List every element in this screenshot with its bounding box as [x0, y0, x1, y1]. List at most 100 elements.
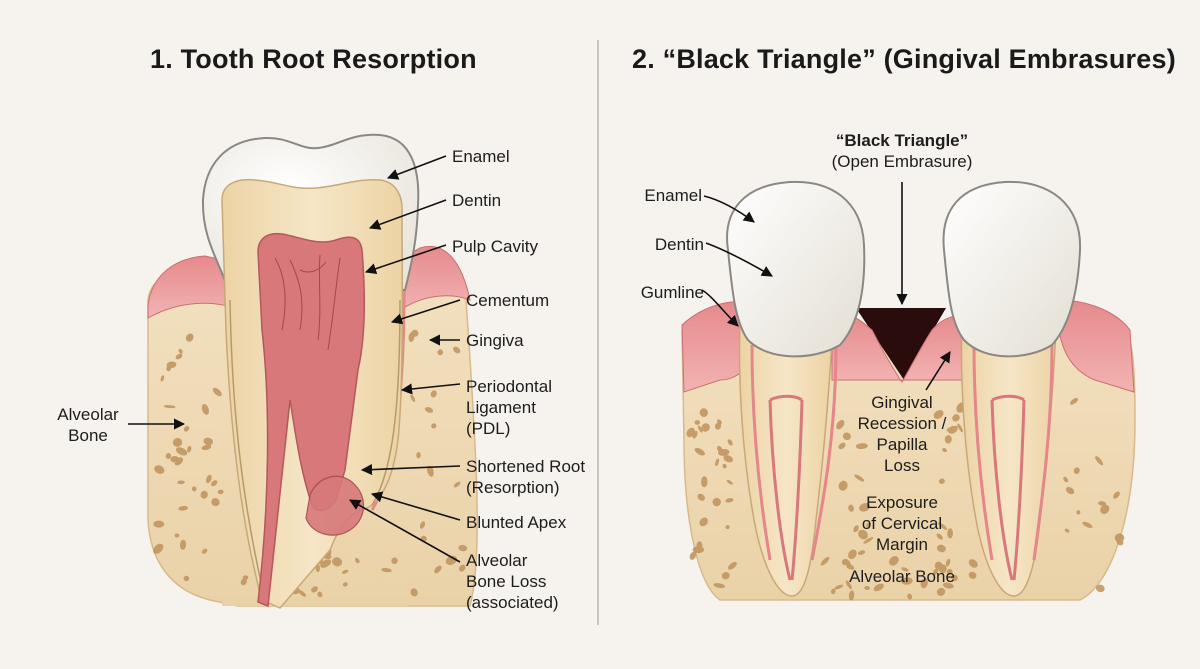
label-exposure-line-3: Margin — [876, 535, 928, 554]
bone-pore — [842, 432, 851, 441]
bone-pore — [952, 414, 960, 422]
bone-pore — [699, 517, 708, 527]
bone-pore — [945, 558, 951, 567]
bone-pore — [845, 580, 852, 590]
bone-pore — [956, 402, 963, 413]
bone-pore — [453, 346, 461, 354]
bone-pore — [1073, 467, 1080, 475]
label-alveolar-bone-loss-line-2: Bone Loss — [466, 572, 547, 591]
bone-pore — [859, 502, 871, 512]
bone-pore — [968, 559, 978, 568]
bone-pore — [936, 533, 943, 540]
bone-pore — [317, 591, 323, 598]
label-exposure-line-1: Exposure — [866, 493, 938, 512]
bone-pore — [722, 463, 727, 469]
bone-pore — [853, 525, 859, 533]
bone-pore — [240, 578, 247, 586]
bone-pore — [725, 525, 730, 530]
black-triangle-gap — [856, 308, 946, 380]
bone-pore — [946, 568, 953, 575]
bone-pore — [430, 390, 437, 398]
bone-pore — [458, 564, 466, 572]
bone-pore — [175, 353, 183, 360]
bone-pore — [154, 465, 165, 474]
bone-pore — [212, 387, 222, 397]
label-enamel: Enamel — [452, 147, 510, 166]
bone-pore — [311, 586, 318, 593]
bone-pore — [944, 435, 952, 444]
bone-pore — [864, 585, 870, 591]
bone-pore — [721, 572, 730, 580]
bone-pore — [185, 333, 194, 342]
bone-pore — [834, 584, 844, 590]
bone-pore — [830, 588, 836, 595]
bone-pore — [217, 489, 224, 495]
bone-pore — [183, 575, 190, 582]
bone-pore — [848, 590, 855, 601]
bone-pore — [1098, 501, 1107, 506]
bone-pore — [1063, 476, 1069, 483]
bone-pore — [178, 505, 189, 511]
bone-pore — [203, 437, 214, 446]
bone-pore — [153, 543, 164, 554]
label-cementum: Cementum — [466, 291, 550, 310]
bone-pores — [686, 397, 1125, 601]
bone-pore — [713, 583, 726, 589]
bone-pore — [174, 457, 184, 466]
label-blunted-apex: Blunted Apex — [466, 513, 567, 532]
label-gumline: Gumline — [640, 283, 704, 302]
bone-pore — [1076, 510, 1081, 515]
bone-pore — [697, 493, 705, 501]
bone-pore — [932, 568, 939, 575]
bone-pore — [866, 522, 870, 528]
label-exposure-cervical-margin: Exposure of Cervical Margin — [862, 492, 942, 555]
label-gingival-recession-line-4: Loss — [884, 456, 920, 475]
black-triangle-illustration — [681, 180, 1136, 601]
label-black-triangle-line-1: “Black Triangle” — [835, 131, 969, 150]
bone-pore — [714, 422, 722, 430]
bone-pore — [701, 423, 710, 432]
bone-pore — [820, 556, 830, 566]
bone-pore — [838, 442, 846, 450]
bone-pore — [176, 447, 188, 456]
bone-pore — [1113, 491, 1120, 499]
bone-pore — [166, 365, 171, 372]
bone-pore — [951, 574, 958, 582]
label-pdl-line-1: Periodontal — [466, 377, 553, 396]
bone-pore — [692, 546, 704, 554]
bone-pore — [937, 522, 948, 530]
bone-pore — [191, 486, 197, 492]
bone-pore — [712, 497, 721, 507]
bone-pore — [838, 480, 848, 491]
bone-pore — [857, 550, 866, 555]
bone-pore — [854, 474, 865, 482]
bone-pore — [901, 577, 913, 585]
bone-pore — [211, 498, 220, 507]
bone-pore — [717, 419, 722, 425]
bone-pore — [936, 587, 946, 596]
bone-pore — [725, 498, 734, 503]
bone-pore — [201, 403, 210, 415]
bone-pore — [701, 476, 708, 488]
bone-pore — [1069, 397, 1079, 405]
bone-pore — [848, 504, 854, 512]
bone-pore — [1095, 456, 1104, 466]
label-shortened-root: Shortened Root (Resorption) — [466, 456, 585, 498]
bone-pore — [177, 480, 185, 485]
bone-pore — [174, 533, 180, 538]
label-black-triangle: “Black Triangle” (Open Embrasure) — [832, 130, 973, 172]
bone-pore — [692, 430, 698, 439]
bone-pore — [165, 453, 172, 459]
bone-pore — [716, 445, 723, 453]
bone-pore — [727, 561, 737, 570]
bone-pore — [153, 520, 165, 528]
bone-pore — [942, 448, 947, 453]
label-enamel-right: Enamel — [644, 186, 702, 205]
label-alveolar-bone-left-line-1: Alveolar — [57, 405, 119, 424]
label-pdl: Periodontal Ligament (PDL) — [466, 376, 552, 439]
bone-pore — [858, 529, 868, 540]
bone-pore — [936, 544, 946, 553]
bone-pore — [381, 568, 392, 573]
bone-pore — [715, 458, 720, 467]
